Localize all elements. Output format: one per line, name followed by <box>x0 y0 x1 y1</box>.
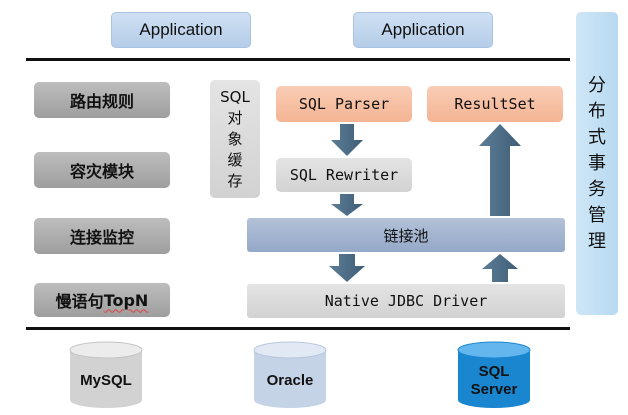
sql-object-cache: SQL 对 象 缓 存 <box>210 80 260 198</box>
cache-char: 象 <box>227 129 243 148</box>
mysql-label: MySQL <box>80 371 132 389</box>
arrow-up-pool-resultset <box>479 124 521 216</box>
module-connection-monitor: 连接监控 <box>34 218 170 254</box>
arrow-down-pool-driver <box>329 254 365 282</box>
sql-server-line2: Server <box>470 381 518 398</box>
mysql-database-icon <box>69 341 143 408</box>
cache-char: SQL <box>220 87 250 106</box>
side-char: 布 <box>588 100 606 122</box>
application-box-2: Application <box>353 12 493 48</box>
module-routing-rules: 路由规则 <box>34 82 170 118</box>
cache-char: 缓 <box>227 150 243 169</box>
slow-query-label: 慢语句 <box>55 292 104 311</box>
resultset-box: ResultSet <box>427 86 563 122</box>
module-disaster-recovery: 容灾模块 <box>34 152 170 188</box>
side-char: 式 <box>588 126 606 148</box>
side-char: 务 <box>588 178 606 200</box>
distributed-transaction-label: 分 布 式 事 务 管 理 <box>576 12 618 315</box>
arrow-down-rewriter-pool <box>331 194 363 216</box>
sql-rewriter-box: SQL Rewriter <box>276 158 412 192</box>
sql-server-line1: SQL <box>478 363 510 380</box>
side-char: 理 <box>588 230 606 252</box>
application-box-1: Application <box>111 12 251 48</box>
cache-char: 存 <box>227 171 243 190</box>
sql-server-label: SQL Server <box>456 360 532 402</box>
topn-label: TopN <box>103 290 149 310</box>
sql-server-database-icon <box>457 341 531 408</box>
oracle-database-icon <box>253 341 327 408</box>
side-char: 管 <box>588 204 606 226</box>
arrow-down-parser-rewriter <box>331 124 363 156</box>
side-char: 分 <box>588 74 606 96</box>
sql-parser-box: SQL Parser <box>276 86 412 122</box>
bottom-divider <box>26 327 570 330</box>
cache-char: 对 <box>227 108 243 127</box>
side-char: 事 <box>588 152 606 174</box>
connection-pool-bar: 链接池 <box>247 218 565 252</box>
oracle-label: Oracle <box>266 371 314 389</box>
top-divider <box>26 58 570 61</box>
arrow-up-driver-pool <box>482 254 518 282</box>
native-jdbc-driver-bar: Native JDBC Driver <box>247 284 565 318</box>
